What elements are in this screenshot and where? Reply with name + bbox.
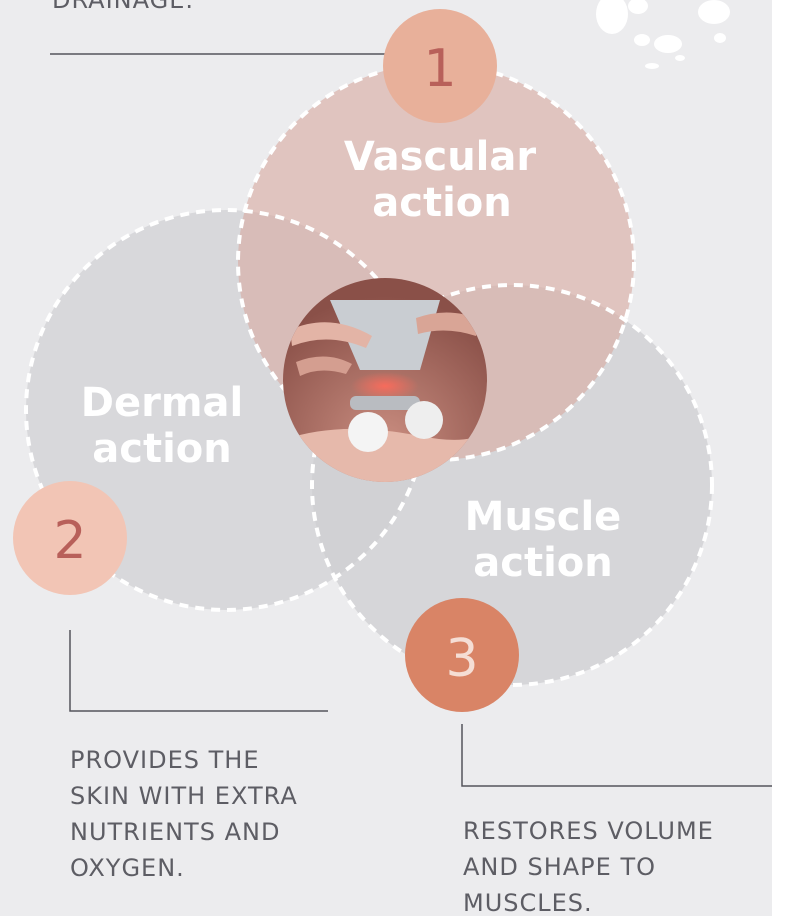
caption-muscle: RESTORES VOLUME AND SHAPE TO MUSCLES. [463, 817, 714, 916]
badge-2-number: 2 [53, 511, 86, 571]
massage-device-photo [283, 278, 487, 482]
muscle-label-line2: action [473, 540, 613, 586]
muscle-circle-outline [310, 283, 714, 687]
badge-2 [13, 481, 127, 595]
dermal-label-line1: Dermal [81, 380, 243, 426]
badge-3-number: 3 [445, 629, 478, 689]
vascular-label-line2: action [372, 180, 512, 226]
dermal-label-line2: action [92, 426, 232, 472]
badge-3 [405, 598, 519, 712]
vascular-label-line1: Vascular [344, 134, 536, 180]
caption-dermal: PROVIDES THE SKIN WITH EXTRA NUTRIENTS A… [70, 746, 298, 882]
badge-1 [383, 9, 497, 123]
caption-top: DRAINAGE. [52, 0, 195, 14]
leader-line-dermal [69, 630, 328, 712]
dots-decoration-icon [596, 0, 730, 69]
badge-1-number: 1 [423, 39, 456, 99]
muscle-label-line1: Muscle [465, 494, 622, 540]
leader-line-muscle [461, 724, 772, 787]
